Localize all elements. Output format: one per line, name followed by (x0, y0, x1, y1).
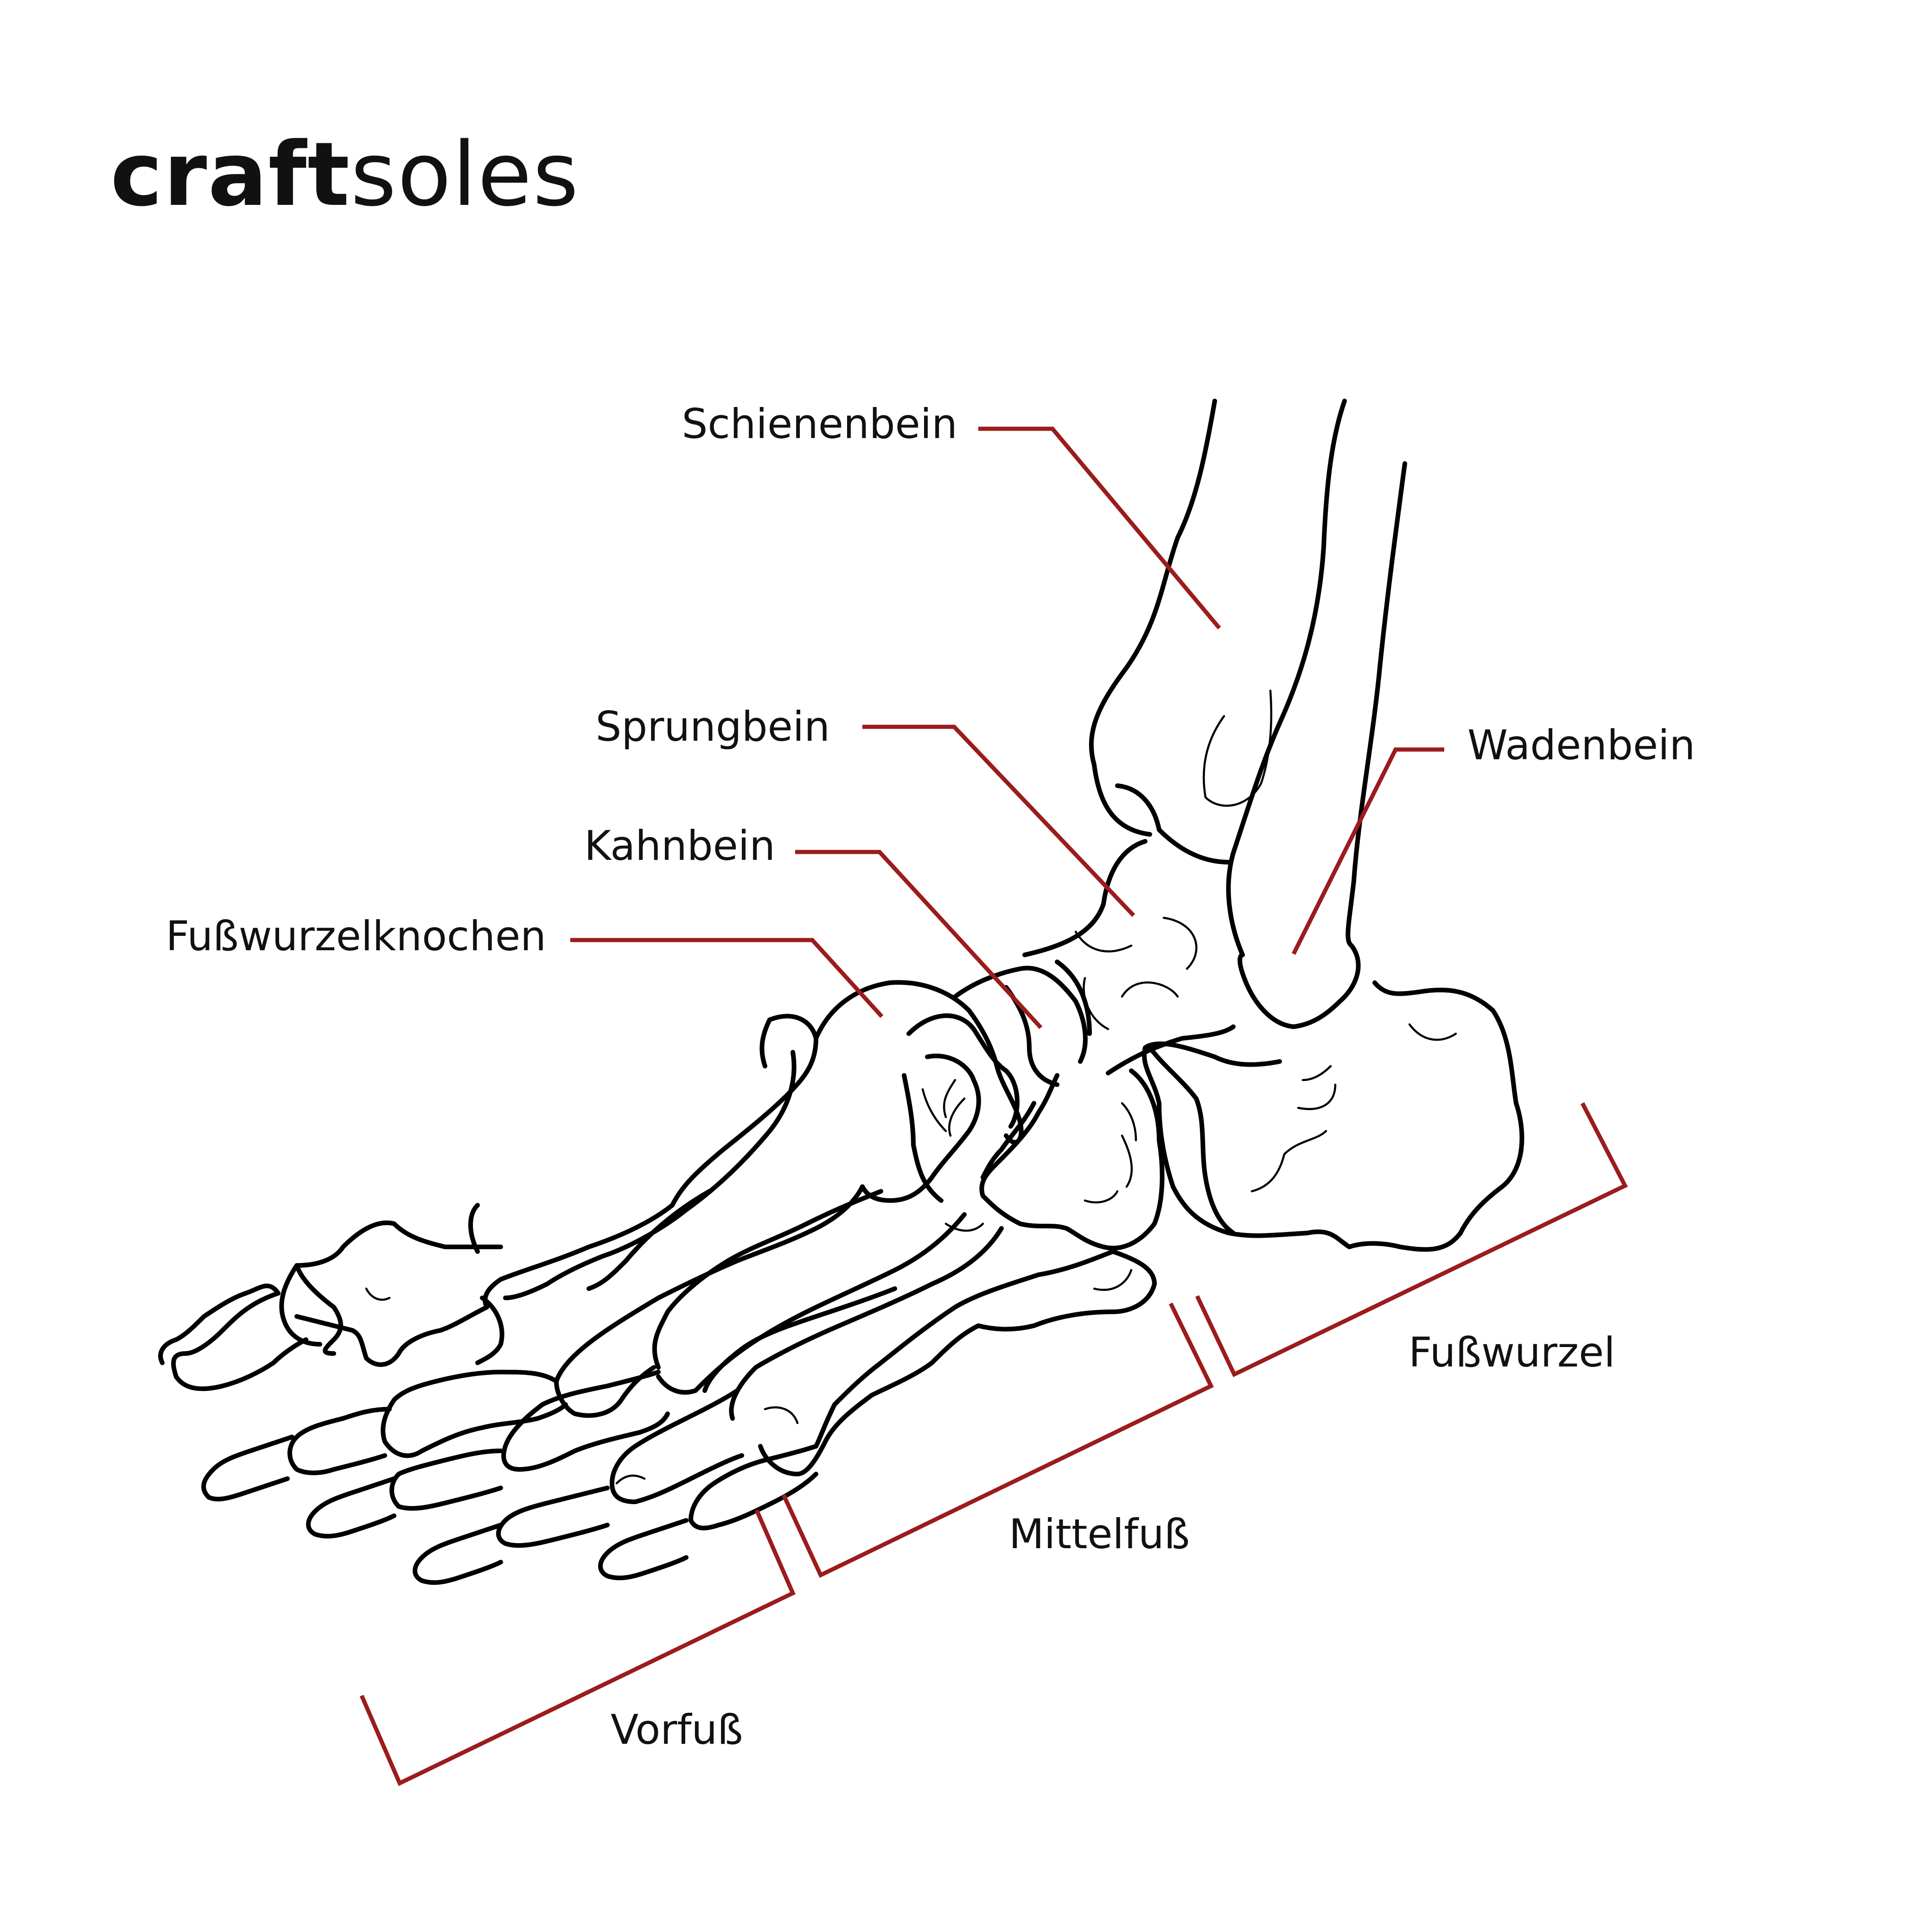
toe-5-tip (598, 1518, 689, 1581)
metatarsal-5-outline (758, 1249, 1157, 1476)
label-sprungbein: Sprungbein (595, 703, 830, 750)
metatarsal-2-upper (587, 1189, 712, 1291)
toe-1-distal (171, 1263, 322, 1391)
toe-1-tip (158, 1284, 281, 1365)
fibula-outline (1237, 461, 1407, 1029)
leader-lines (359, 426, 1628, 1786)
lateral-cuneiform-outline (902, 1073, 1036, 1203)
toe-4-phalanx (610, 1388, 744, 1504)
logo-bold-part: craft (110, 123, 351, 226)
label-fusswurzelknochen: Fußwurzelknochen (166, 912, 546, 960)
hallux-base (294, 1220, 503, 1356)
cuboid-detail (1084, 1102, 1137, 1204)
toe-5-phalanx (689, 1444, 818, 1531)
intermediate-cuneiform-outline (860, 1013, 1020, 1203)
label-mittelfuss: Mittelfuß (1009, 1510, 1190, 1558)
calcaneus-detail (1250, 1023, 1457, 1193)
foot-skeleton (158, 399, 1524, 1585)
navicular-outline (953, 966, 1088, 1087)
talus-detail (1074, 916, 1198, 1030)
label-wadenbein: Wadenbein (1467, 721, 1695, 769)
toe-4-tip (413, 1523, 503, 1585)
metatarsal-4-outline (729, 1226, 1004, 1421)
toe-3-tip (306, 1476, 396, 1539)
metatarsal-2-outline (554, 1184, 865, 1418)
metatarsal-4-lower (702, 1286, 897, 1393)
metatarsal-5-detail (764, 1269, 1133, 1424)
metatarsal-1-outline (483, 1014, 818, 1309)
brand-logo: craftsoles (110, 123, 580, 226)
logo-light-part: soles (351, 123, 580, 226)
label-vorfuss: Vorfuß (611, 1706, 743, 1754)
cuboid-outline (979, 1068, 1165, 1251)
medial-cuneiform-outline (814, 980, 1024, 1145)
tibia-outline (1089, 399, 1231, 864)
bracket-fusswurzel (1195, 1102, 1628, 1378)
metatarsal-1-lower (503, 1050, 797, 1300)
leader-fusswurzelknochen (570, 938, 884, 1018)
tibia-malleolus-detail (1203, 689, 1273, 807)
calcaneus-front (1148, 1045, 1236, 1235)
bracket-vorfuss (359, 1509, 796, 1786)
tibia-front-outline (1226, 399, 1347, 957)
toe-3-middle (389, 1449, 503, 1511)
bracket-mittelfuss (781, 1303, 1214, 1578)
toe-2-phalanx (381, 1370, 568, 1458)
toe-4-middle (496, 1486, 610, 1548)
talus-outline (1022, 839, 1236, 1075)
toe-3-phalanx (501, 1370, 670, 1472)
leader-kahnbein (795, 850, 1043, 1030)
toe-detail (365, 1287, 646, 1485)
label-fusswurzel: Fußwurzel (1409, 1328, 1615, 1376)
metatarsal-3-outline (652, 1189, 883, 1370)
leader-sprungbein (862, 724, 1135, 917)
toe-2-tip (201, 1435, 294, 1502)
metatarsal-3-lower (656, 1212, 967, 1395)
calcaneus-outline (1142, 980, 1524, 1252)
label-kahnbein: Kahnbein (584, 822, 775, 870)
leader-schienenbein (978, 426, 1221, 629)
toe-2-middle (287, 1407, 392, 1475)
leader-wadenbein (1291, 747, 1444, 955)
cuneiform-detail (921, 1079, 984, 1232)
labels: Schienenbein Sprungbein Wadenbein Kahnbe… (166, 400, 1696, 1754)
label-schienenbein: Schienenbein (682, 400, 957, 448)
